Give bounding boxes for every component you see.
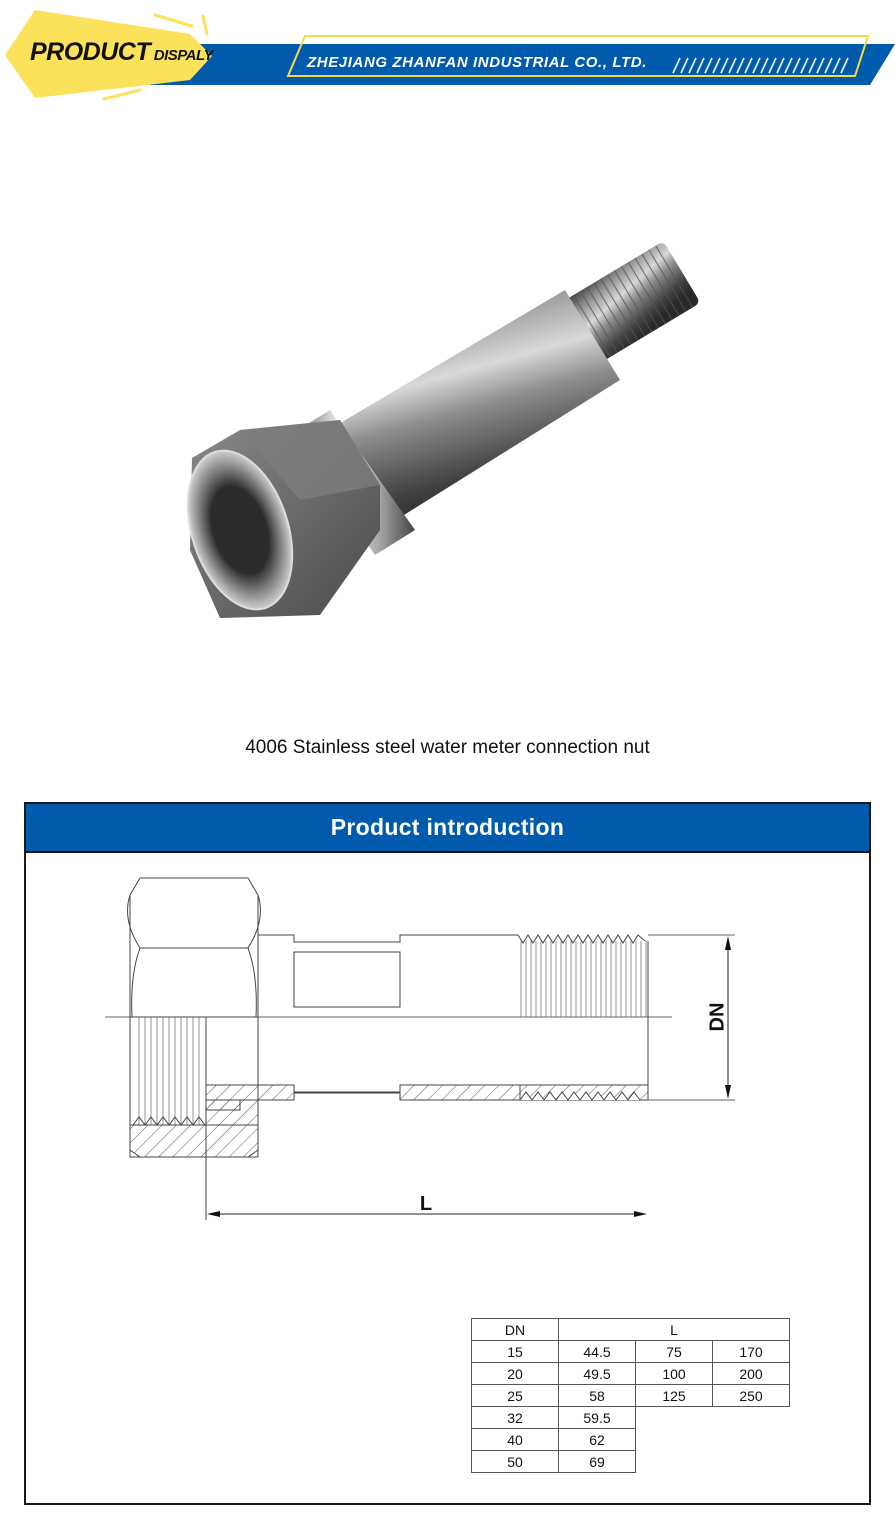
banner-graphic [5,10,895,101]
cell-l: 49.5 [558,1362,636,1385]
cell-l: 100 [635,1362,713,1385]
cell-l: 170 [712,1340,790,1363]
cell-l: 58 [558,1384,636,1407]
empty-cell [636,1407,790,1429]
dimension-dn-label: DN [706,1003,728,1032]
product-photo [180,230,720,630]
table-row: 40 62 [471,1428,790,1451]
empty-cell [636,1429,790,1451]
cell-dn: 50 [471,1450,559,1473]
intro-title: Product introduction [330,814,565,840]
table-row: 25 58 125 250 [471,1384,790,1407]
product-caption: 4006 Stainless steel water meter connect… [245,737,650,758]
empty-cell [636,1451,790,1473]
cell-dn: 20 [471,1362,559,1385]
cell-l: 44.5 [558,1340,636,1363]
product-display-badge: PRODUCT DISPALY [30,38,214,67]
header-dn: DN [471,1318,559,1341]
cell-dn: 32 [471,1406,559,1429]
cell-l: 75 [635,1340,713,1363]
badge-text-big: PRODUCT [30,38,151,66]
header-l: L [558,1318,790,1341]
table-row: 50 69 [471,1450,790,1473]
cell-dn: 15 [471,1340,559,1363]
cell-dn: 40 [471,1428,559,1451]
cell-l: 200 [712,1362,790,1385]
cell-l: 62 [558,1428,636,1451]
intro-header-bar: Product introduction [26,804,869,853]
table-row: 20 49.5 100 200 [471,1362,790,1385]
cell-l: 250 [712,1384,790,1407]
cell-l: 69 [558,1450,636,1473]
cell-l: 125 [635,1384,713,1407]
dimension-spec-table: DN L 15 44.5 75 170 20 49.5 100 200 25 5… [471,1318,790,1473]
connection-nut-illustration [186,243,699,618]
company-name: ZHEJIANG ZHANFAN INDUSTRIAL CO., LTD. [307,54,647,71]
cell-l: 59.5 [558,1406,636,1429]
table-row: 15 44.5 75 170 [471,1340,790,1363]
badge-text-small: DISPALY [150,47,214,64]
header-banner: PRODUCT DISPALY ZHEJIANG ZHANFAN INDUSTR… [0,0,895,105]
cell-dn: 25 [471,1384,559,1407]
dimension-l-label: L [420,1193,432,1215]
table-row: 32 59.5 [471,1406,790,1429]
table-header-row: DN L [471,1318,790,1341]
